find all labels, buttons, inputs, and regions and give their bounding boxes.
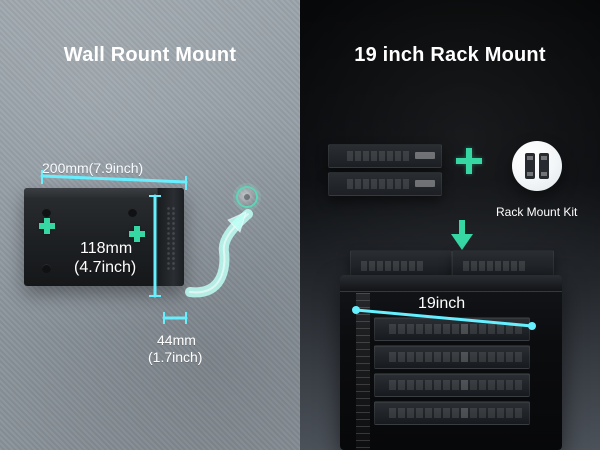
mount-marker-right-icon (129, 226, 145, 242)
rack-unit-4-ports-b (461, 408, 523, 418)
rack-unit-2 (374, 345, 530, 369)
mount-hole-top-right (128, 208, 137, 217)
rack-unit-1-ports-b (461, 324, 523, 334)
switch-unit-top-label-strip (415, 152, 435, 159)
switch-unit-bottom-label-strip (415, 180, 435, 187)
bracket-hole-4 (541, 172, 547, 176)
curved-arrow-outline (189, 213, 249, 294)
mount-marker-left-icon (39, 218, 55, 234)
width-dimension-line (40, 174, 188, 184)
down-arrow-shaft (459, 220, 465, 236)
mount-hole-top-left (42, 208, 51, 217)
wall-mount-title: Wall Rount Mount (63, 44, 237, 66)
rack-unit-1 (374, 317, 530, 341)
bracket-right (539, 153, 549, 179)
rack-rail-left (356, 293, 370, 450)
mount-hole-bottom-left (42, 264, 51, 273)
rack-unit-2-ports-b (461, 352, 523, 362)
height-dimension-label-line2: (4.7inch) (74, 259, 137, 276)
rack-width-label: 19inch (418, 295, 466, 312)
switch-unit-top (328, 144, 442, 168)
rack-cabinet (340, 275, 562, 450)
curved-arrow-head (227, 211, 247, 233)
rack-kit-badge (512, 141, 562, 191)
switch-device-wall (24, 188, 184, 286)
device-side-panel (157, 188, 184, 286)
bracket-left (525, 153, 535, 179)
plus-icon (456, 148, 482, 174)
rack-mount-kit-label: Rack Mount Kit (496, 205, 578, 219)
rack-unit-3-ports-a (389, 380, 469, 390)
rack-mount-bracket-icon (525, 153, 549, 179)
switch-unit-bottom (328, 172, 442, 196)
rack-unit-4-ports-a (389, 408, 469, 418)
switch-unit-bottom-ports (347, 179, 409, 189)
switch-unit-top-ports (347, 151, 409, 161)
down-arrow-icon (451, 220, 473, 250)
rack-top-switch-left-ports (361, 261, 425, 271)
rack-mount-title: 19 inch Rack Mount (354, 44, 546, 66)
device-vent (166, 206, 176, 270)
depth-dimension-label-line2: (1.7inch) (148, 349, 203, 365)
curved-arrow-icon (185, 209, 253, 298)
width-dimension-label: 200mm(7.9inch) (42, 160, 144, 176)
device-top-edge (24, 188, 184, 198)
rack-mount-panel: 19 inch Rack Mount Rack Mount Kit (300, 0, 600, 450)
bracket-hole-2 (527, 172, 533, 176)
wall-mount-panel: Wall Rount Mount 200mm(7.9inch) 118mm (0, 0, 300, 450)
bracket-hole-3 (541, 156, 547, 160)
height-dimension-label-line1: 118mm (80, 240, 133, 257)
rack-unit-1-ports-a (389, 324, 469, 334)
rack-unit-2-ports-a (389, 352, 469, 362)
rack-unit-3 (374, 373, 530, 397)
rack-unit-3-ports-b (461, 380, 523, 390)
mount-hole-bottom-right (128, 264, 137, 273)
down-arrow-head (451, 234, 473, 250)
depth-dimension-label-line1: 44mm (157, 332, 196, 348)
rack-unit-4 (374, 401, 530, 425)
rack-top-switch-right-ports (463, 261, 527, 271)
bracket-hole-1 (527, 156, 533, 160)
screw-icon (236, 186, 258, 208)
